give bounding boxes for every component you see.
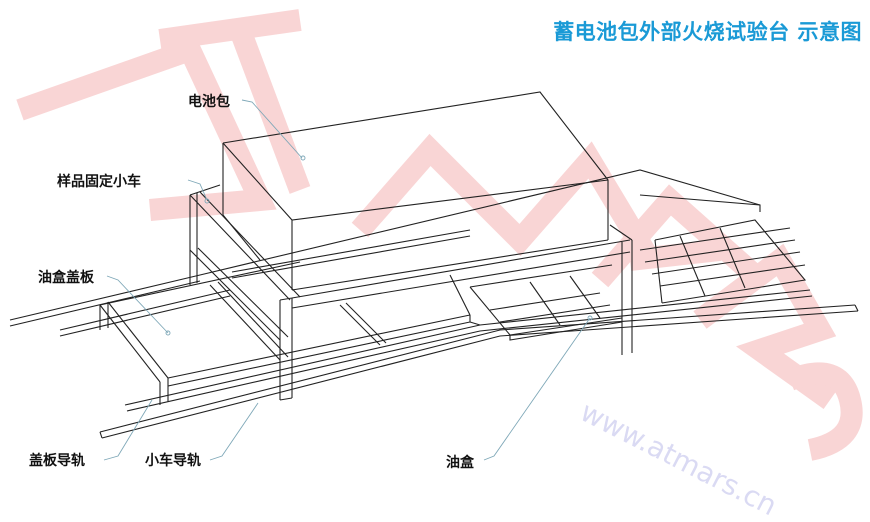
leader-lines — [103, 99, 593, 461]
diagram-canvas: www.atmars.cn 蓄电池包外部火烧试验台 示意图 电池包 样品固定小车… — [9, 9, 863, 522]
label-battery-pack: 电池包 — [188, 94, 230, 110]
line-art — [9, 91, 859, 461]
label-cart-rail: 小车导轨 — [145, 453, 201, 469]
cart-rail-icon — [9, 169, 859, 439]
watermark-logo — [16, 9, 863, 461]
test-bench-drawing — [9, 9, 863, 461]
battery-pack — [222, 91, 609, 291]
oil-box-cover — [99, 261, 481, 405]
label-oil-box-cover: 油盒盖板 — [38, 270, 94, 286]
sample-cart — [189, 184, 633, 401]
diagram-title: 蓄电池包外部火烧试验台 示意图 — [553, 20, 862, 44]
oil-box — [469, 219, 807, 341]
label-cover-rail: 盖板导轨 — [29, 453, 85, 469]
label-sample-cart: 样品固定小车 — [57, 174, 141, 190]
label-oil-box: 油盒 — [446, 455, 474, 471]
